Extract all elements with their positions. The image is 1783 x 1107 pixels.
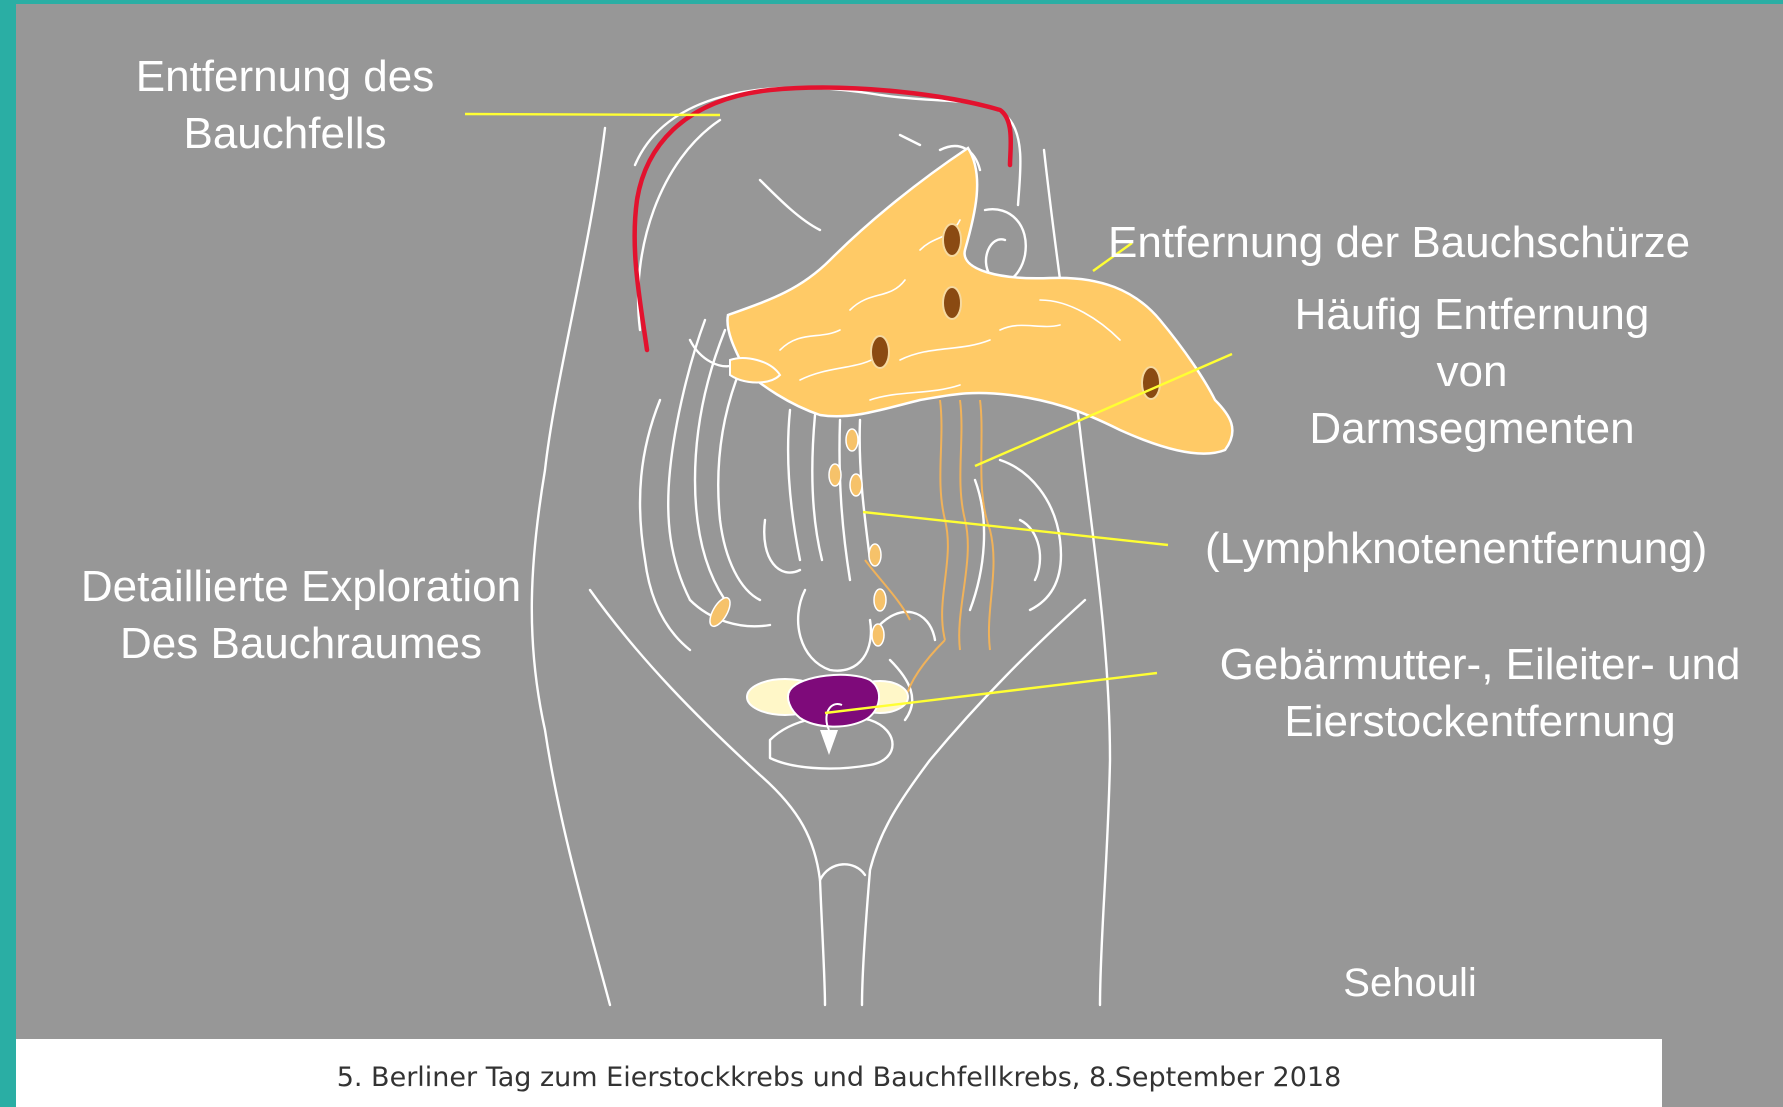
- footer-caption: 5. Berliner Tag zum Eierstockkrebs und B…: [16, 1062, 1662, 1093]
- label-bowel-line3: Darmsegmenten: [1232, 400, 1712, 457]
- label-uterus-removal: Gebärmutter-, Eileiter- und Eierstockent…: [1190, 636, 1770, 750]
- label-lymph-text: (Lymphknotenentfernung): [1205, 520, 1765, 577]
- author-name: Sehouli: [1310, 955, 1510, 1012]
- inguinal-line-left: [590, 590, 825, 1005]
- label-bowel-resection: Häufig Entfernung von Darmsegmenten: [1232, 286, 1712, 457]
- label-peritoneum-line1: Entfernung des: [120, 48, 450, 105]
- label-exploration-line2: Des Bauchraumes: [55, 615, 547, 672]
- label-abdominal-exploration: Detaillierte Exploration Des Bauchraumes: [55, 558, 547, 672]
- label-bowel-line1: Häufig Entfernung: [1232, 286, 1712, 343]
- author-credit: Sehouli: [1310, 955, 1510, 1012]
- label-omentum-text: Entfernung der Bauchschürze: [1108, 214, 1748, 271]
- pointer-lymph: [863, 512, 1168, 545]
- label-peritoneum-removal: Entfernung des Bauchfells: [120, 48, 450, 162]
- lymph-vessels: [865, 400, 994, 700]
- label-uterus-line1: Gebärmutter-, Eileiter- und: [1190, 636, 1770, 693]
- label-omentum-removal: Entfernung der Bauchschürze: [1108, 214, 1748, 271]
- label-uterus-line2: Eierstockentfernung: [1190, 693, 1770, 750]
- pointer-peritoneum: [465, 114, 720, 115]
- label-exploration-line1: Detaillierte Exploration: [55, 558, 547, 615]
- label-peritoneum-line2: Bauchfells: [120, 105, 450, 162]
- inguinal-line-right: [862, 600, 1085, 1005]
- label-lymph-node-removal: (Lymphknotenentfernung): [1205, 520, 1765, 577]
- label-bowel-line2: von: [1232, 343, 1712, 400]
